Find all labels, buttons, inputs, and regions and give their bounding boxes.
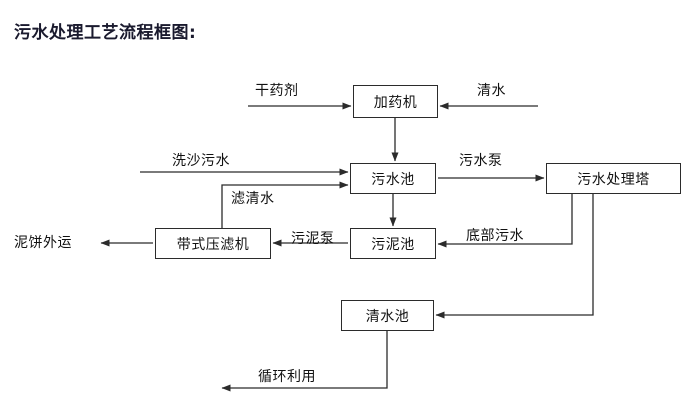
terminal-label-mud-cake-out: 泥饼外运 xyxy=(14,235,72,251)
page-title: 污水处理工艺流程框图: xyxy=(14,23,197,43)
edge-label-dry-chemical: 干药剂 xyxy=(255,83,299,99)
node-label: 带式压滤机 xyxy=(176,236,250,253)
node-label: 污水处理塔 xyxy=(577,171,650,188)
edge-label-sand-wash-sewage: 洗沙污水 xyxy=(172,153,230,169)
edge-filtered-water-to-wastewater-pool xyxy=(221,181,349,228)
edge-tower-to-clear-water-pool xyxy=(435,194,594,319)
node-treatment-tower[interactable]: 污水处理塔 xyxy=(546,163,681,194)
edge-label-recycle-reuse: 循环利用 xyxy=(258,369,316,385)
edge-tower-to-sludge-pool xyxy=(437,194,573,248)
edge-clear-water-pool-to-recycle xyxy=(221,331,388,392)
edge-label-sewage-pump: 污水泵 xyxy=(459,153,503,169)
edge-label-bottom-sewage: 底部污水 xyxy=(466,228,524,244)
node-clear-water-pool[interactable]: 清水池 xyxy=(341,300,434,331)
node-label: 加药机 xyxy=(373,94,418,111)
edge-label-clean-water: 清水 xyxy=(477,83,506,99)
edge-label-sludge-pump: 污泥泵 xyxy=(291,231,335,247)
node-label: 污泥池 xyxy=(371,236,415,253)
node-belt-filter-press[interactable]: 带式压滤机 xyxy=(155,228,271,259)
node-dosing-machine[interactable]: 加药机 xyxy=(353,85,438,118)
node-label: 污水池 xyxy=(371,171,415,188)
node-label: 清水池 xyxy=(365,308,410,325)
node-wastewater-pool[interactable]: 污水池 xyxy=(350,163,436,194)
edge-label-filtered-clear-water: 滤清水 xyxy=(231,191,275,207)
node-sludge-pool[interactable]: 污泥池 xyxy=(350,228,436,259)
